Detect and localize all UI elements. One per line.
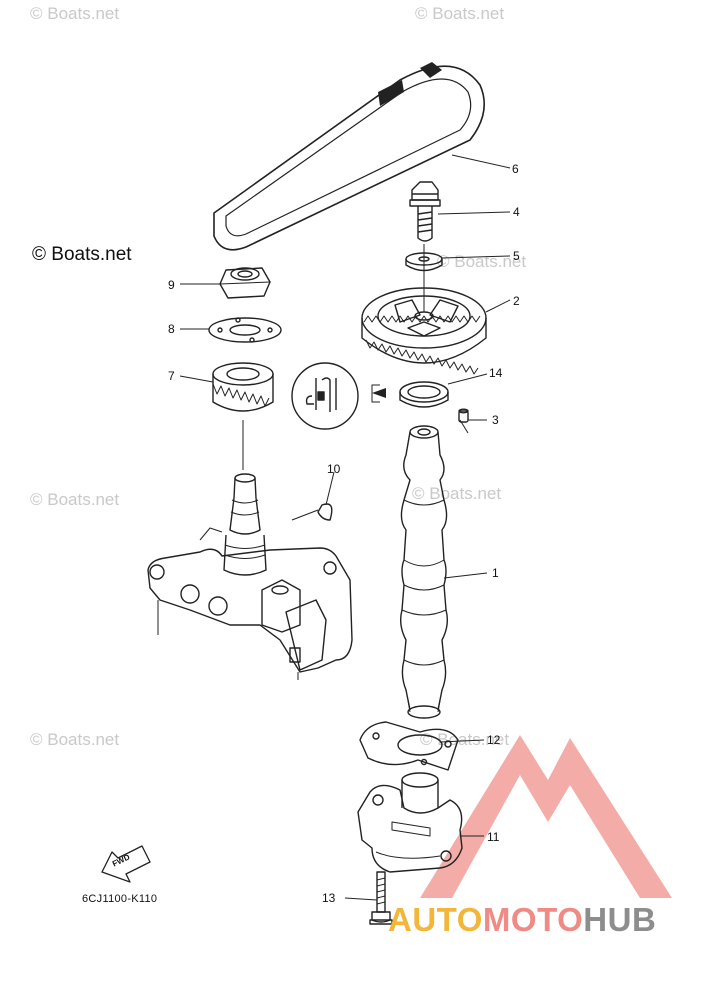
bolt — [409, 181, 441, 242]
callout-8: 8 — [168, 322, 175, 336]
camshaft — [399, 425, 449, 719]
callout-7: 7 — [168, 369, 175, 383]
watermark: © Boats.net — [30, 4, 120, 23]
callout-14: 14 — [489, 366, 503, 380]
watermark: © Boats.net — [415, 4, 505, 23]
callout-10: 10 — [327, 462, 341, 476]
callout-4: 4 — [513, 205, 520, 219]
forward-arrow-icon — [101, 845, 151, 883]
crankshaft-housing — [147, 473, 353, 680]
woodruff-key — [317, 503, 333, 521]
dowel-pin — [458, 408, 469, 423]
oil-seal — [371, 381, 449, 408]
watermark: © Boats.net — [30, 730, 120, 749]
seal-detail-view — [291, 362, 359, 430]
callout-11: 11 — [487, 830, 500, 844]
drive-pulley — [212, 362, 274, 470]
callout-12: 12 — [487, 733, 501, 747]
plate-washer — [208, 317, 282, 343]
watermark: © Boats.net — [412, 484, 502, 503]
nut — [219, 267, 271, 299]
camshaft-sprocket — [361, 244, 487, 375]
callout-9: 9 — [168, 278, 175, 292]
brand-part-moto: MOTO — [482, 901, 584, 938]
brand-part-auto: AUTO — [388, 901, 483, 938]
brand-logo-text: AUTOMOTOHUB — [388, 903, 656, 936]
callout-5: 5 — [513, 249, 520, 263]
pump-bolt — [369, 871, 393, 925]
brand-part-hub: HUB — [583, 901, 657, 938]
diagram-code: 6CJ1100-K110 — [82, 893, 158, 905]
callout-2: 2 — [513, 294, 520, 308]
gasket — [359, 721, 459, 771]
leader-lines — [179, 154, 511, 901]
callout-13: 13 — [322, 891, 336, 905]
callout-1: 1 — [492, 566, 499, 580]
watermark: © Boats.net — [437, 252, 527, 271]
callout-3: 3 — [492, 413, 499, 427]
timing-belt — [213, 62, 486, 251]
copyright-text: © Boats.net — [32, 244, 132, 265]
callout-6: 6 — [512, 162, 519, 176]
oil-pump — [357, 772, 463, 873]
watermark: © Boats.net — [30, 490, 120, 509]
